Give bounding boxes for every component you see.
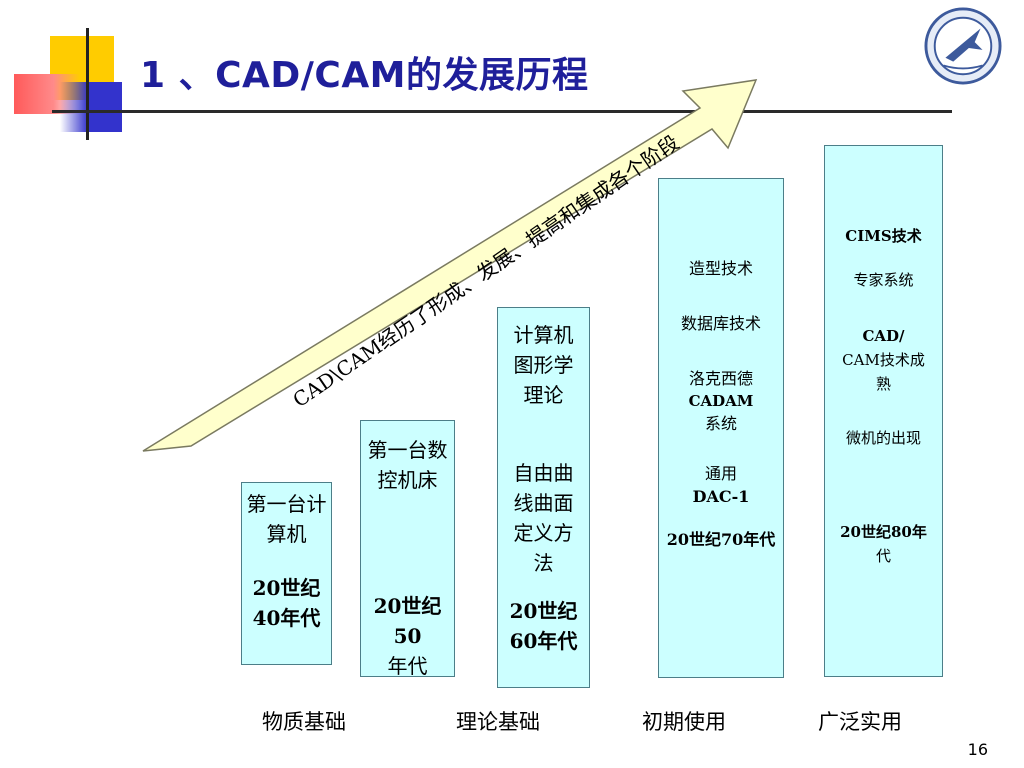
box-line: 20世纪50 xyxy=(373,594,442,648)
box-line: 法 xyxy=(533,551,554,575)
box-line: 20世纪 xyxy=(509,599,578,623)
title-divider xyxy=(52,110,952,113)
stage-label-theory: 理论基础 xyxy=(456,710,540,734)
box-line: 自由曲 xyxy=(513,461,574,485)
box-line: 计算机 xyxy=(513,323,574,347)
box-line: 算机 xyxy=(266,522,307,546)
stage-label-material: 物质基础 xyxy=(262,710,346,734)
box-line: 第一台计 xyxy=(246,492,327,516)
box-line: 第一台数 xyxy=(367,438,448,462)
stage-box-3: 计算机 图形学 理论 自由曲 线曲面 定义方 法 20世纪 60年代 xyxy=(497,307,590,688)
page-number: 16 xyxy=(967,740,988,759)
box-line: 代 xyxy=(875,547,891,565)
box-line: CAD/ xyxy=(862,327,905,345)
box-line: 微机的出现 xyxy=(845,429,921,447)
box-line: 年代 xyxy=(387,654,428,678)
box-line: 20世纪80年 xyxy=(840,523,927,541)
box-line: 60年代 xyxy=(509,629,578,653)
stage-box-4: 造型技术 数据库技术 洛克西德 CADAM 系统 通用 DAC-1 20世纪70… xyxy=(658,178,784,678)
box-line: 通用 xyxy=(704,463,737,483)
box-line: 20世纪70年代 xyxy=(666,529,776,549)
box-line: 专家系统 xyxy=(853,271,914,289)
box-line: 图形学 xyxy=(513,353,574,377)
box-line: 数据库技术 xyxy=(680,314,761,334)
stage-box-2: 第一台数 控机床 20世纪50 年代 xyxy=(360,420,455,678)
box-line: 系统 xyxy=(704,414,737,434)
stage-label-early-use: 初期使用 xyxy=(642,710,726,734)
box-line: CIMS技术 xyxy=(845,227,922,245)
box-line: 定义方 xyxy=(513,521,574,545)
box-line: 造型技术 xyxy=(688,259,753,278)
box-line: 控机床 xyxy=(377,468,438,492)
box-line: DAC-1 xyxy=(692,486,750,506)
box-line: CAM技术成 xyxy=(842,351,925,369)
box-line: CADAM xyxy=(688,391,754,410)
box-line: 熟 xyxy=(875,375,891,393)
box-line: 理论 xyxy=(523,383,564,407)
box-line: 洛克西德 xyxy=(688,369,753,389)
box-line: 线曲面 xyxy=(513,491,574,515)
stage-label-wide-use: 广泛实用 xyxy=(818,710,902,734)
stage-box-1: 第一台计 算机 20世纪 40年代 xyxy=(241,482,332,665)
corner-decoration-icon xyxy=(0,0,140,140)
page-title: 1 、CAD/CAM的发展历程 xyxy=(140,55,589,96)
university-logo-icon xyxy=(924,7,1002,85)
box-line: 20世纪 xyxy=(252,576,321,600)
stage-box-5: CIMS技术 专家系统 CAD/ CAM技术成 熟 微机的出现 20世纪80年 … xyxy=(824,145,943,677)
box-line: 40年代 xyxy=(252,606,321,630)
